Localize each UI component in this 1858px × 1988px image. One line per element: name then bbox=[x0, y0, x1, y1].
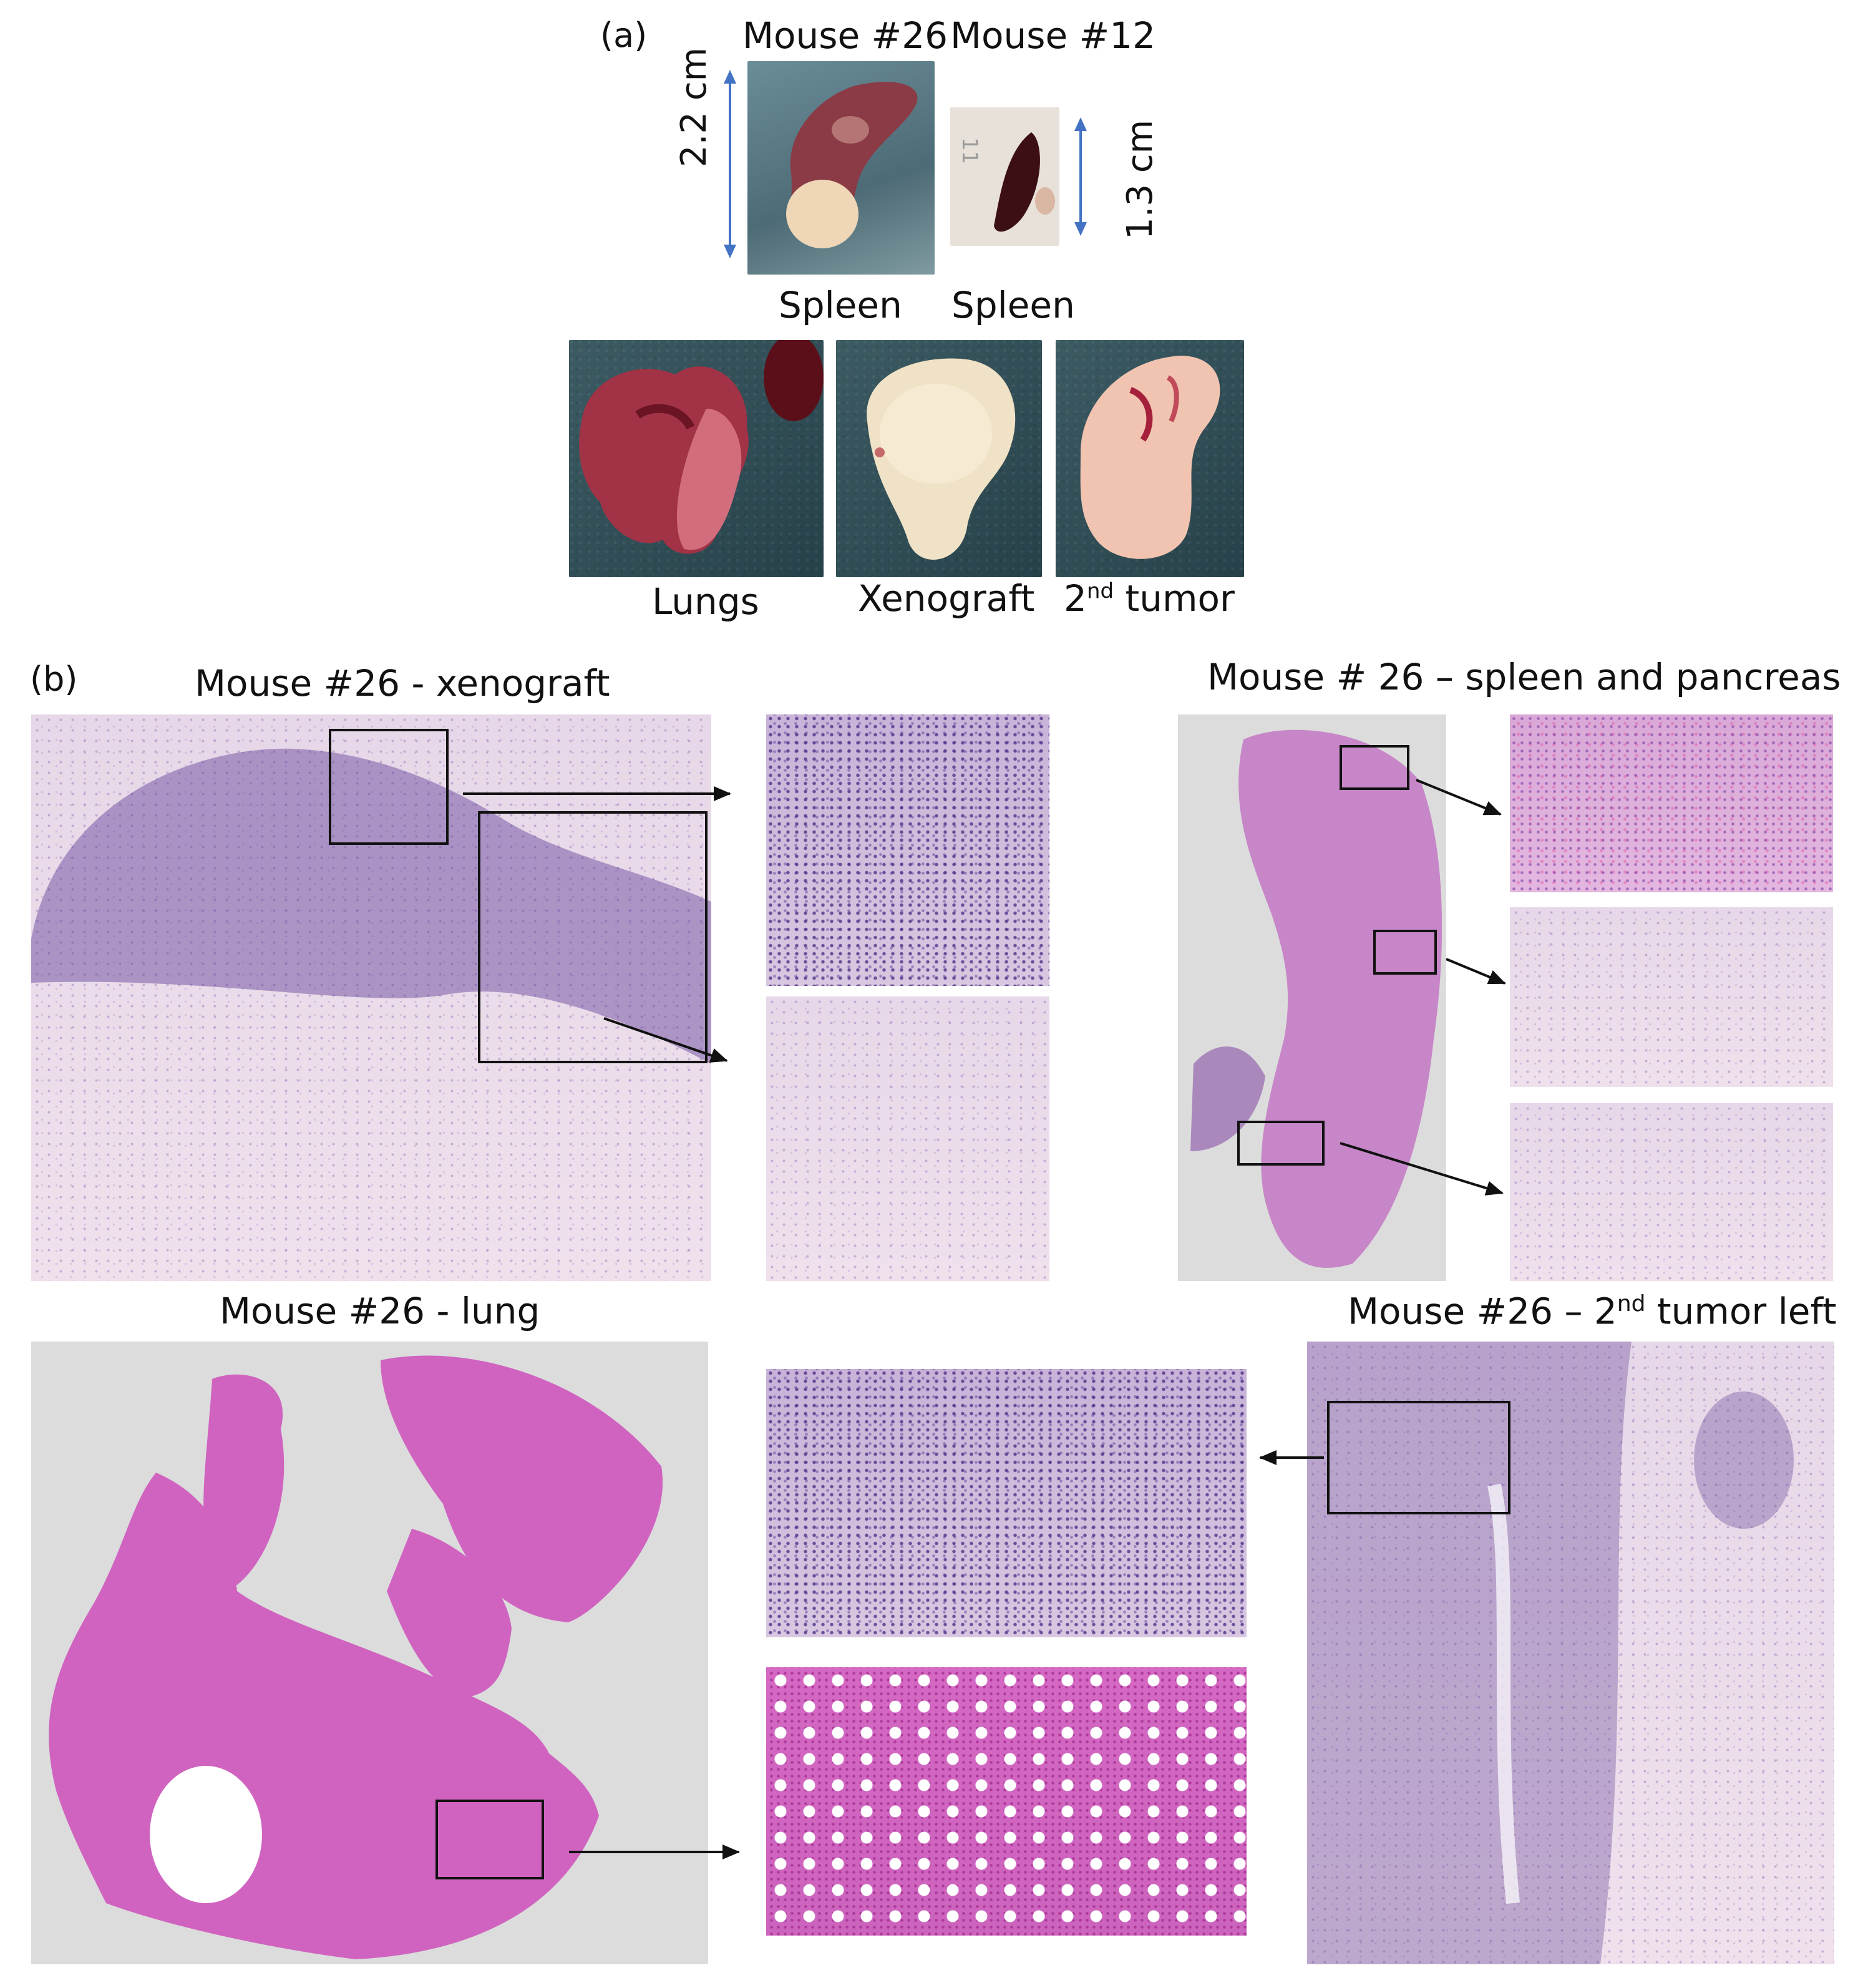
spleen-zoom-3-image bbox=[1510, 1103, 1833, 1281]
lungs-photo bbox=[569, 334, 824, 577]
spleen-12-caption: Spleen bbox=[951, 284, 1075, 326]
spleen-section-shape bbox=[1190, 729, 1442, 1268]
xenograft-zoom-box-2 bbox=[478, 811, 708, 1063]
lung-overview-image bbox=[31, 1342, 708, 1964]
spleen-26-photo bbox=[747, 61, 935, 275]
size-label-12: 1.3 cm bbox=[1120, 119, 1160, 240]
lung-lobes bbox=[49, 1355, 663, 1959]
xenograft-overview-image bbox=[31, 714, 711, 1281]
tumor-dense-region bbox=[1307, 1342, 1794, 1964]
second-tumor-caption: 2nd tumor bbox=[1064, 577, 1235, 620]
arrow-spleen-2 bbox=[1446, 958, 1506, 985]
spleen-zoom-box-1 bbox=[1340, 745, 1409, 790]
tumor-histology-title: Mouse #26 – 2nd tumor left bbox=[1348, 1290, 1837, 1333]
spleen-overview-image bbox=[1178, 714, 1446, 1281]
tumor-overview-image bbox=[1307, 1342, 1834, 1964]
xenograft-histology-title: Mouse #26 - xenograft bbox=[195, 662, 610, 704]
spleen-zoom-1-image bbox=[1510, 714, 1833, 892]
xenograft-image bbox=[867, 358, 1016, 560]
xenograft-zoom-1-image bbox=[766, 714, 1049, 986]
lungs-caption: Lungs bbox=[652, 580, 759, 623]
xenograft-dense-region bbox=[31, 748, 711, 1064]
second-tumor-photo bbox=[1056, 340, 1244, 577]
lungs-image bbox=[579, 334, 824, 554]
second-tumor-image bbox=[1080, 356, 1220, 559]
spleen-zoom-box-3 bbox=[1237, 1121, 1325, 1166]
spleen-26-image bbox=[786, 82, 918, 248]
panel-a-label: (a) bbox=[600, 16, 648, 55]
tumor-zoom-image bbox=[766, 1369, 1247, 1637]
spleen-12-photo: 11 bbox=[950, 107, 1059, 246]
mouse-26-heading: Mouse #26 bbox=[742, 14, 948, 57]
xenograft-photo bbox=[836, 340, 1042, 577]
lung-zoom-image bbox=[766, 1667, 1247, 1936]
spleen-histology-title: Mouse # 26 – spleen and pancreas bbox=[1207, 656, 1841, 698]
spleen-12-image: 11 bbox=[957, 132, 1055, 232]
spleen-zoom-2-image bbox=[1510, 907, 1833, 1087]
lung-zoom-box bbox=[435, 1800, 544, 1879]
xenograft-zoom-box-1 bbox=[329, 729, 449, 845]
panel-b-label: (b) bbox=[30, 660, 78, 699]
xenograft-caption: Xenograft bbox=[858, 577, 1035, 620]
tumor-zoom-box bbox=[1327, 1401, 1510, 1514]
spleen-26-caption: Spleen bbox=[779, 284, 902, 326]
xenograft-zoom-2-image bbox=[766, 996, 1049, 1281]
mouse-12-heading: Mouse #12 bbox=[950, 14, 1156, 57]
svg-text:11: 11 bbox=[957, 137, 982, 164]
lung-histology-title: Mouse #26 - lung bbox=[220, 1290, 540, 1332]
spleen-zoom-box-2 bbox=[1373, 930, 1437, 975]
size-label-26: 2.2 cm bbox=[674, 47, 714, 167]
